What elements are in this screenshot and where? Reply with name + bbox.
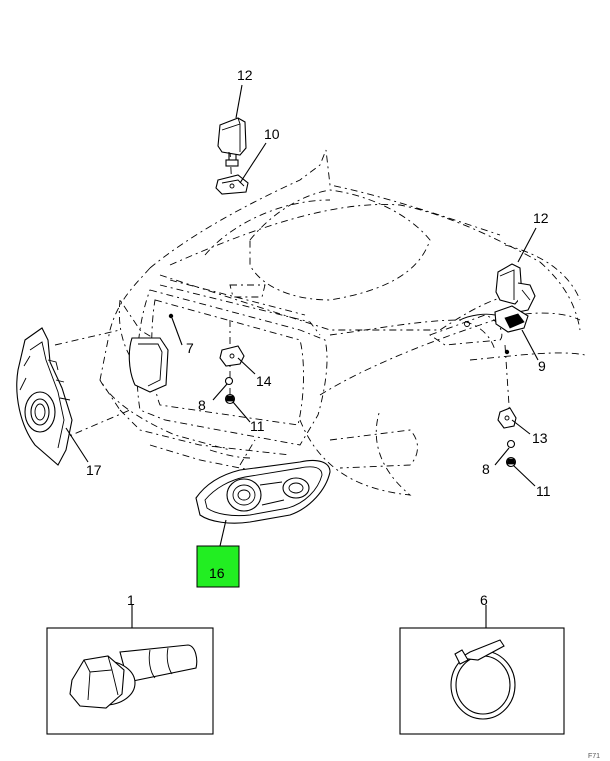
part-8-11-center-fasteners (224, 376, 236, 405)
callout-labels: 12 10 12 7 14 8 11 9 13 8 11 17 1 6 (86, 67, 551, 608)
part-8-11-right-fasteners (505, 439, 517, 468)
hood-outline (99, 149, 586, 496)
callout-9: 9 (538, 358, 546, 374)
grille-frame (136, 279, 328, 446)
callout-6: 6 (480, 592, 488, 608)
callout-11-right: 11 (536, 483, 551, 499)
callout-16-box[interactable] (196, 545, 240, 588)
callout-14: 14 (256, 373, 272, 389)
part-12-right-lamp (495, 263, 536, 313)
part-14-clip (219, 345, 245, 367)
callout-12-top: 12 (237, 67, 253, 83)
part-17-left-bezel (16, 327, 73, 466)
detail-box-part-6 (399, 627, 565, 735)
callout-1: 1 (127, 592, 135, 608)
callout-11-center: 11 (250, 418, 265, 434)
callout-17: 17 (86, 462, 102, 478)
part-16-headlamp-bezel (195, 459, 331, 524)
detail-box-part-1 (46, 627, 214, 735)
callout-13: 13 (532, 430, 548, 446)
part-9-bracket (459, 305, 529, 355)
hose-clamp-icon (450, 639, 516, 720)
flange-bolt-icon (69, 644, 198, 709)
part-10-top-bracket (215, 174, 249, 195)
callout-8-right: 8 (482, 461, 490, 477)
part-12-top-lamp (217, 117, 247, 167)
part-13-clip (497, 407, 517, 429)
callout-7: 7 (186, 340, 194, 356)
callout-16-highlight[interactable]: 16 (196, 545, 240, 588)
callout-8-center: 8 (198, 397, 206, 413)
callout-10: 10 (264, 126, 280, 142)
corner-mark: F71 (588, 753, 600, 760)
callout-16[interactable]: 16 (209, 565, 225, 581)
assembly-dashlines (54, 149, 511, 466)
leader-lines (65, 84, 539, 628)
callout-12-right: 12 (533, 210, 549, 226)
part-7-housing (128, 313, 174, 393)
